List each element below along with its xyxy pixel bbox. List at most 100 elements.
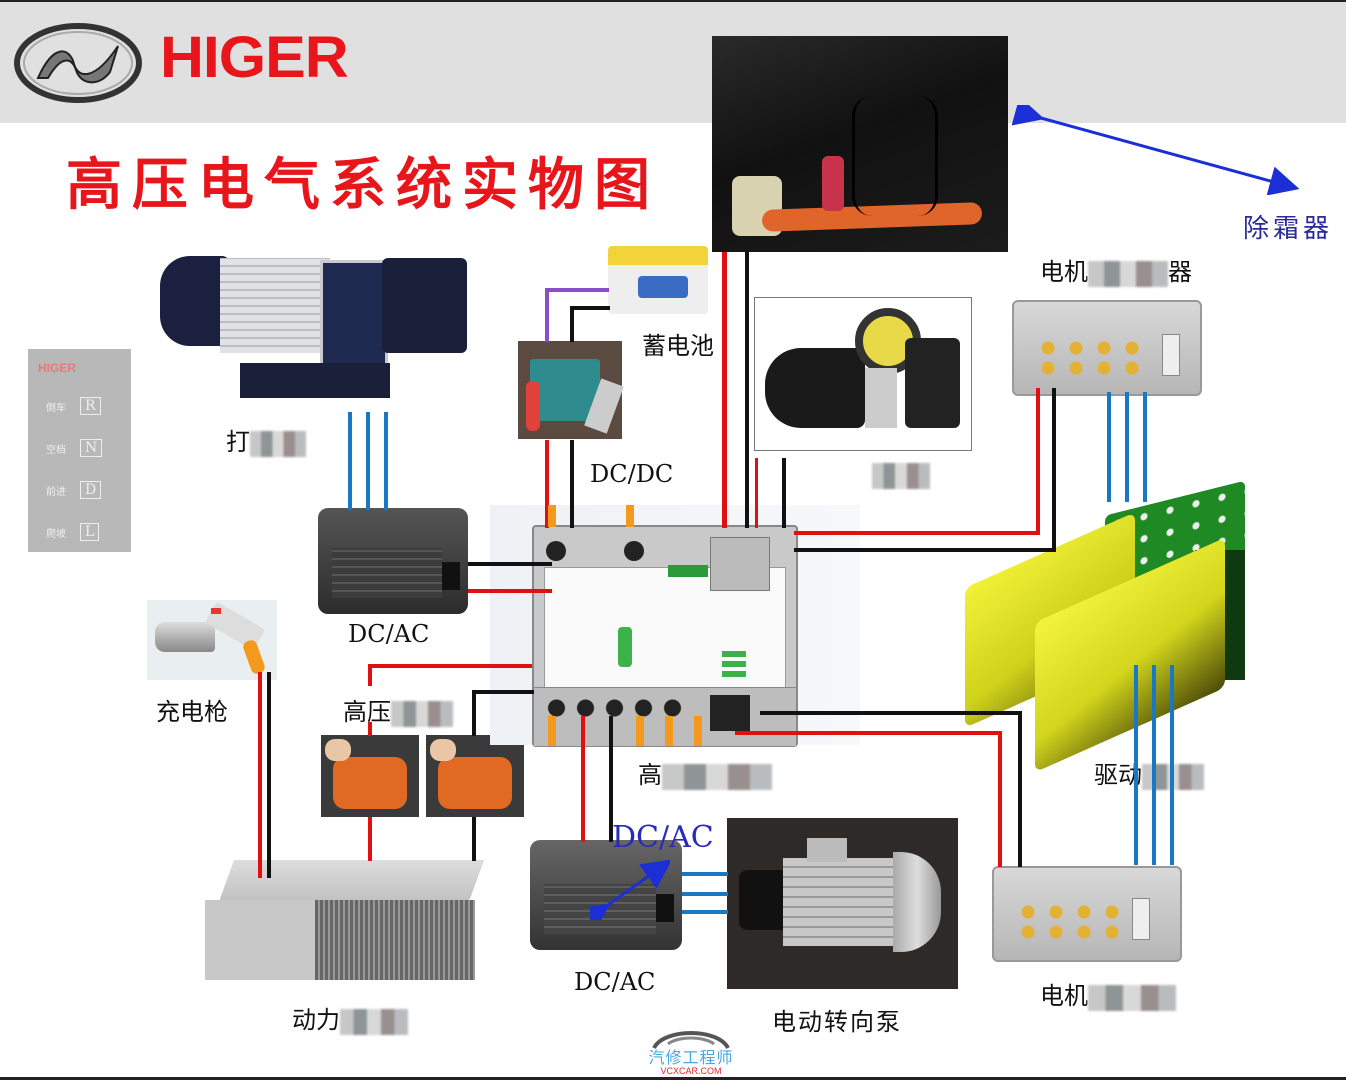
motor-controller-top-photo [1012, 300, 1202, 396]
charging-gun-photo [147, 600, 277, 680]
label-text: 动力 [292, 1006, 340, 1034]
motor-controller-bottom-label: 电机 [1040, 976, 1176, 1011]
hv-busbar [636, 716, 644, 746]
hv-busbar [694, 716, 702, 746]
defroster-label: 除霜器 [1243, 214, 1334, 244]
positive-wire [368, 817, 372, 861]
three-phase-wire [1134, 665, 1138, 865]
dcac-arrow-icon [590, 860, 670, 920]
three-phase-wire [1125, 392, 1129, 502]
negative-wire [570, 440, 574, 528]
gear-name: 前进 [46, 486, 66, 498]
car-logo-icon [652, 1031, 730, 1050]
power-battery-label: 动力 [292, 1000, 408, 1035]
negative-wire [472, 690, 534, 694]
air-compressor-label: 打 [226, 422, 306, 457]
label-text: 器 [1168, 258, 1192, 286]
lv-wire [545, 288, 609, 292]
dcac-left-label: DC/AC [348, 620, 430, 648]
label-text: 打 [226, 428, 250, 456]
hv-busbar [548, 505, 556, 527]
negative-wire [468, 562, 552, 566]
power-battery-photo [205, 840, 485, 990]
hv-busbar [626, 505, 634, 527]
label-text: 电机 [1040, 982, 1088, 1010]
dcdc-label: DC/DC [590, 460, 674, 488]
three-phase-wire [1170, 665, 1174, 865]
negative-wire [760, 711, 1022, 715]
gear-name: 爬坡 [46, 528, 66, 540]
hv-busbar [665, 716, 673, 746]
higer-logo-icon [14, 22, 142, 104]
gear-key: R [80, 397, 101, 415]
positive-wire [735, 731, 1001, 735]
mosaic-blur [662, 763, 772, 790]
negative-wire [570, 306, 574, 342]
mosaic-blur [391, 700, 453, 727]
three-phase-wire [1143, 392, 1147, 502]
steering-pump-label: 电动转向泵 [772, 1008, 902, 1036]
gear-key: D [80, 481, 102, 499]
mosaic-blur [872, 462, 930, 489]
negative-wire [267, 672, 271, 878]
three-phase-wire [348, 412, 352, 510]
three-phase-wire [682, 872, 728, 876]
brand-name: HIGER [160, 25, 349, 90]
hv-connector-label: 高压 [343, 692, 453, 727]
positive-wire [545, 440, 549, 528]
frame-top [0, 0, 1346, 2]
defroster-arrow-icon [1011, 105, 1300, 195]
battery-12v-label: 蓄电池 [642, 332, 714, 360]
label-text: 高 [638, 761, 662, 789]
positive-wire [755, 458, 758, 528]
oil-pump-photo [754, 297, 972, 451]
negative-wire [472, 690, 476, 736]
hv-distribution-box-label: 高 [638, 755, 772, 790]
drive-motor-photo [955, 480, 1255, 773]
hv-connector-photo-2 [426, 735, 524, 817]
mosaic-blur [1088, 260, 1168, 287]
negative-wire [472, 817, 476, 861]
three-phase-wire [1152, 665, 1156, 865]
positive-wire [794, 531, 1040, 535]
three-phase-wire [1107, 392, 1111, 502]
negative-wire [570, 306, 610, 310]
hv-connector-photo-1 [321, 735, 419, 817]
watermark-url: VCXCAR.COM [660, 1066, 722, 1076]
positive-wire [722, 252, 727, 528]
header-band [0, 2, 1346, 123]
gear-item-l: 爬坡 L [46, 511, 102, 553]
gear-key: L [80, 523, 100, 541]
negative-wire [794, 548, 1056, 552]
motor-controller-bottom-photo [992, 866, 1182, 962]
mosaic-blur [1088, 984, 1176, 1011]
gear-item-d: 前进 D [46, 469, 102, 511]
air-compressor-photo [160, 238, 470, 408]
charging-gun-label: 充电枪 [156, 698, 228, 726]
negative-wire [1052, 388, 1056, 552]
negative-wire [745, 252, 749, 528]
mosaic-blur [340, 1008, 408, 1035]
positive-wire [368, 722, 372, 736]
steering-pump-photo [727, 818, 958, 989]
dcac-overlay-label: DC/AC [612, 820, 714, 855]
negative-wire [782, 458, 786, 528]
three-phase-wire [682, 910, 728, 914]
dcdc-photo [518, 341, 624, 439]
gear-name: 空档 [46, 444, 66, 456]
gear-key: N [80, 439, 103, 457]
hv-distribution-box [532, 525, 798, 747]
positive-wire [468, 589, 552, 593]
hv-busbar [548, 716, 556, 746]
three-phase-wire [384, 412, 388, 510]
positive-wire [368, 664, 372, 686]
dcac-left-photo [318, 508, 468, 614]
drive-motor-label: 驱动 [1094, 755, 1204, 790]
positive-wire [1036, 388, 1040, 534]
positive-wire [368, 664, 532, 668]
positive-wire [258, 672, 262, 878]
frame-bottom [0, 1077, 1346, 1080]
dcac-bottom-label: DC/AC [574, 968, 656, 996]
